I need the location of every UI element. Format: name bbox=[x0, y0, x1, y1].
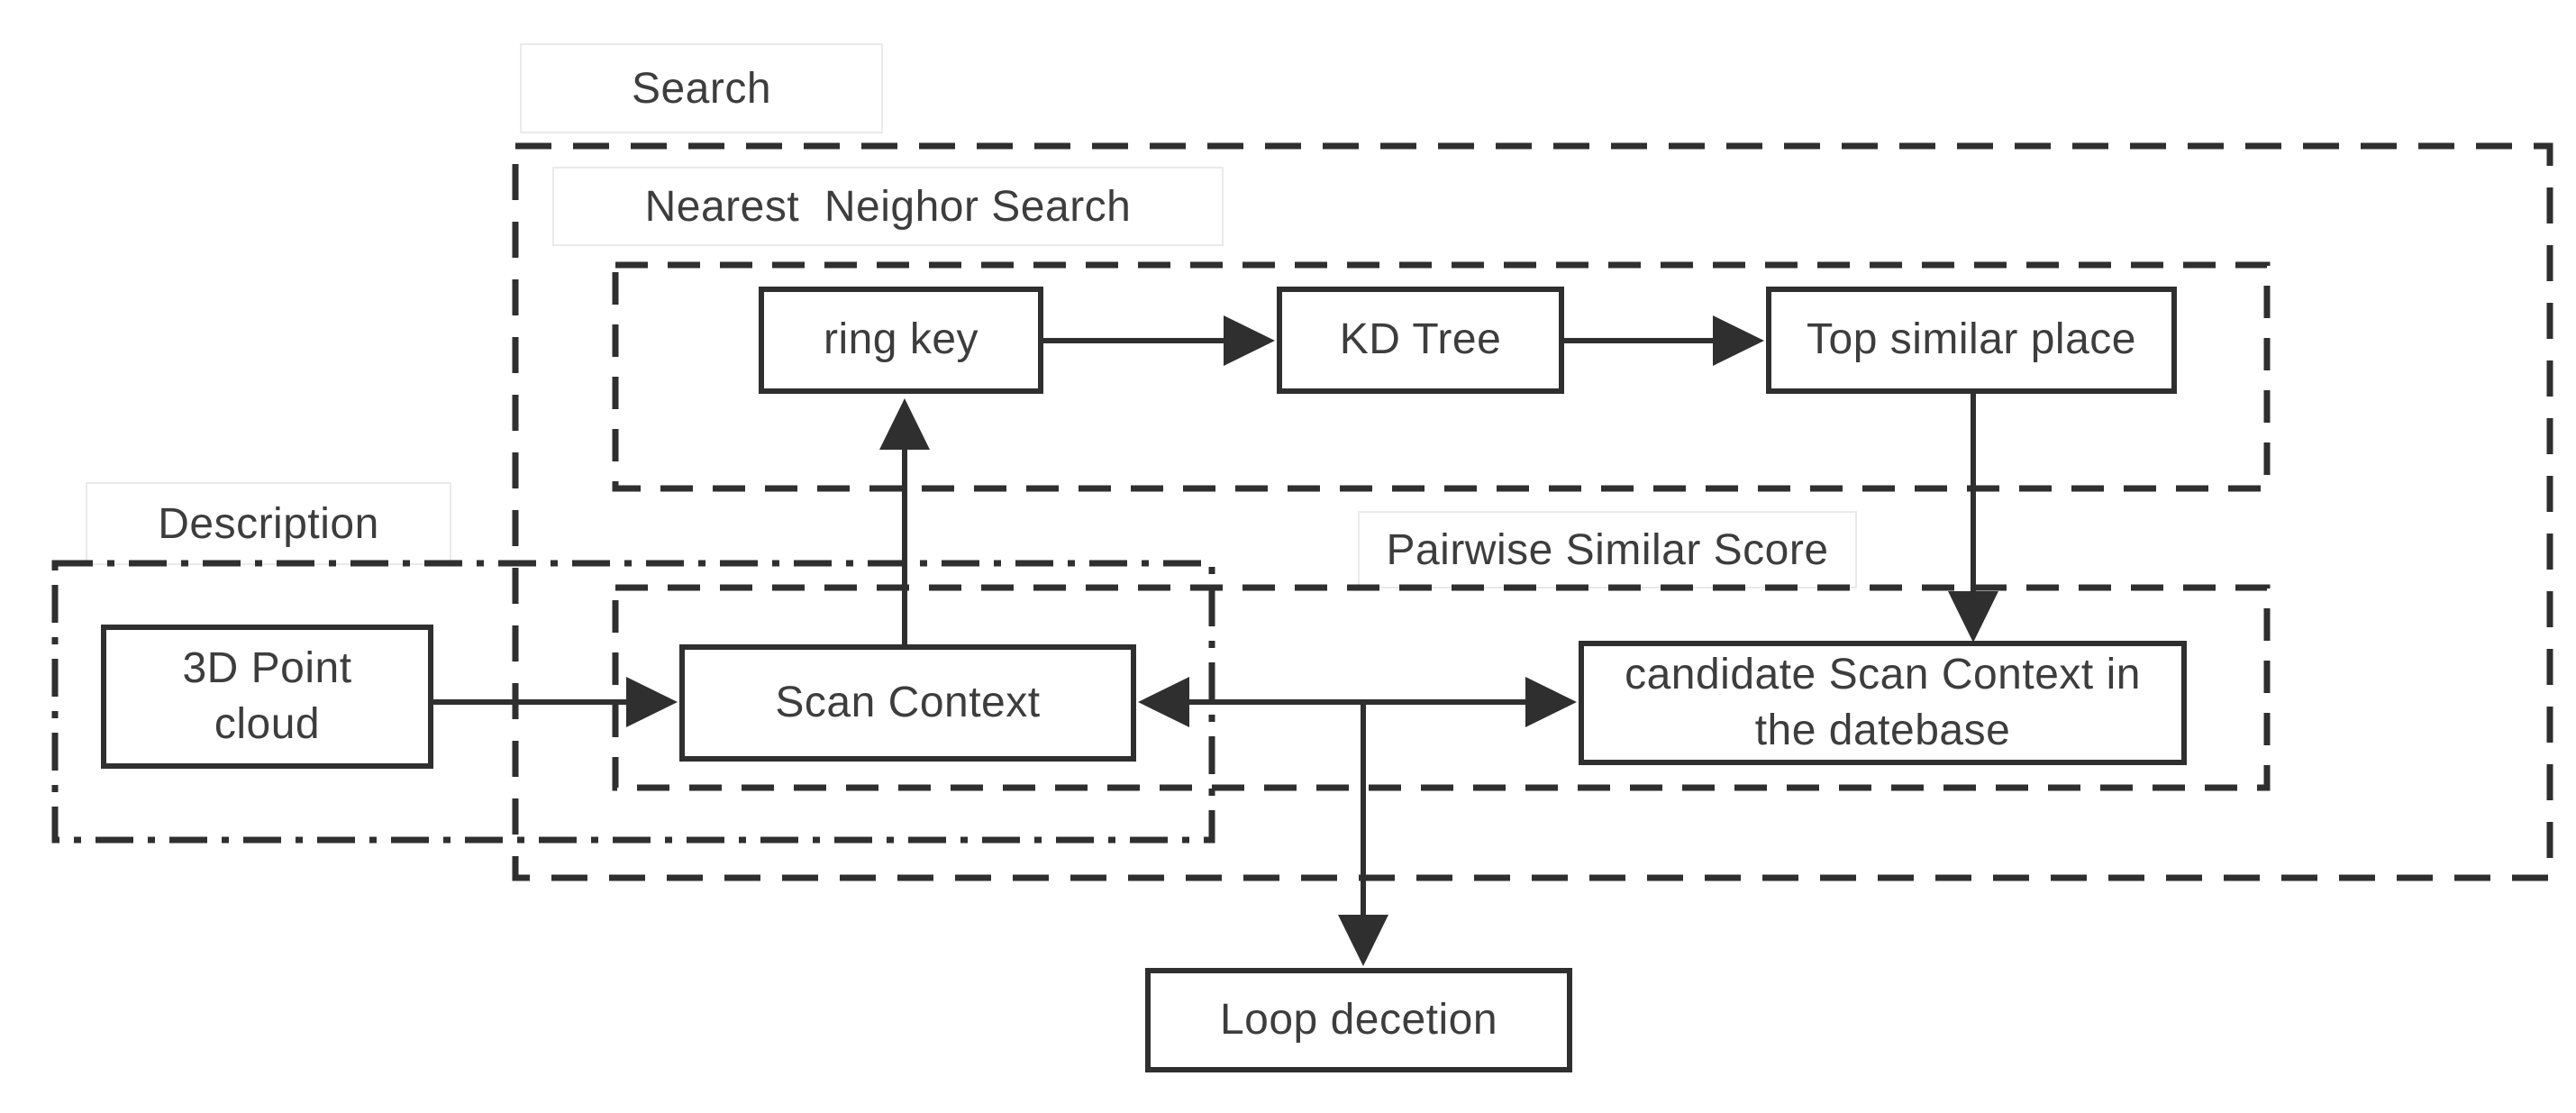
edge-scan-context-candidate-double bbox=[1138, 677, 1577, 727]
region-label-nearest-neighbor-search: Nearest Neighor Search bbox=[552, 167, 1224, 246]
node-candidate-scan-context: candidate Scan Context in the datebase bbox=[1579, 641, 2187, 765]
region-label-description: Description bbox=[86, 482, 451, 565]
nearest-neighbor-group-box bbox=[612, 261, 2271, 492]
node-3d-point-cloud: 3D Point cloud bbox=[101, 625, 433, 769]
node-loop-detection: Loop decetion bbox=[1145, 968, 1572, 1072]
edge-ring-key-to-kd-tree bbox=[1043, 315, 1275, 366]
pairwise-group-box bbox=[612, 584, 2271, 791]
region-label-search: Search bbox=[520, 43, 883, 133]
edge-scan-context-to-ring-key bbox=[879, 398, 930, 644]
edge-point-cloud-to-scan-context bbox=[433, 677, 678, 727]
node-scan-context: Scan Context bbox=[679, 644, 1136, 762]
node-ring-key: ring key bbox=[759, 287, 1043, 394]
edge-junction-to-loop-detection bbox=[1338, 702, 1388, 966]
edge-kd-tree-to-top-similar-place bbox=[1564, 315, 1764, 366]
search-group-box bbox=[512, 142, 2553, 881]
edge-top-similar-place-to-candidate bbox=[1948, 394, 1998, 643]
node-kd-tree: KD Tree bbox=[1277, 287, 1564, 394]
node-top-similar-place: Top similar place bbox=[1766, 287, 2177, 394]
description-group-box bbox=[51, 560, 1215, 844]
region-label-pairwise-similar-score: Pairwise Similar Score bbox=[1358, 511, 1857, 588]
